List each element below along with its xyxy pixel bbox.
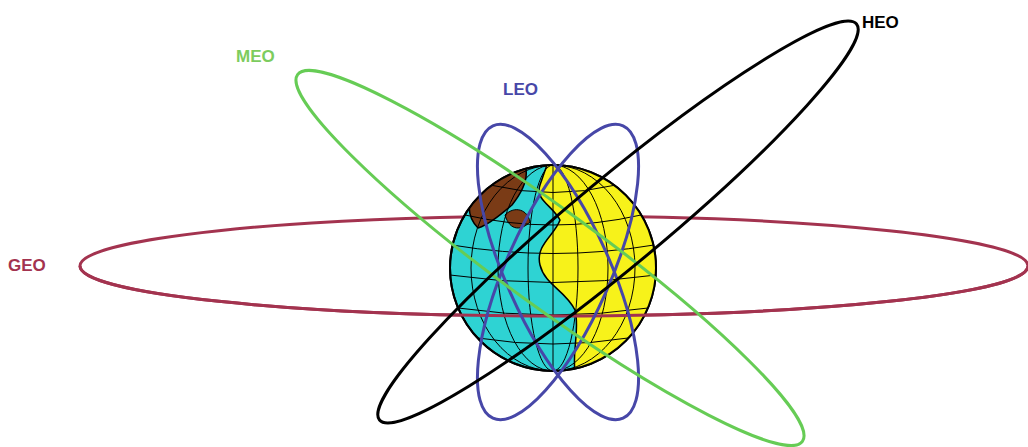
orbit-label: LEO (503, 81, 538, 98)
heo-orbit (351, 0, 884, 447)
orbit-label: HEO (862, 14, 899, 31)
orbit-label: MEO (236, 48, 275, 65)
meo-orbit (269, 36, 830, 447)
leo-orbit (445, 105, 670, 440)
geo-orbit-front (80, 266, 1028, 316)
orbit-label: GEO (8, 257, 46, 274)
leo-orbit (445, 105, 670, 440)
